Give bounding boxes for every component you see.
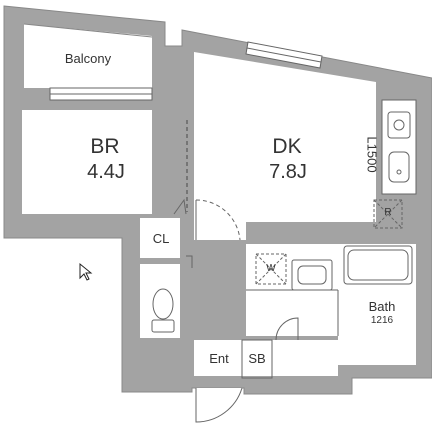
fridge-label: R <box>384 207 392 218</box>
bath-size: 1216 <box>370 315 394 326</box>
bath-door-swing <box>275 317 299 341</box>
shoe-box-label: SB <box>248 351 266 366</box>
washbasin <box>291 259 333 291</box>
bedroom-window <box>49 87 153 101</box>
dk-size: 7.8J <box>269 161 307 183</box>
partitions <box>246 289 339 336</box>
balcony-label: Balcony <box>64 51 112 66</box>
dk-label: DK <box>272 135 302 158</box>
bedroom-label: BR <box>90 135 120 158</box>
bath-label: Bath <box>368 299 396 314</box>
entrance-label: Ent <box>209 351 229 366</box>
kitchen-sink <box>388 151 410 183</box>
bedroom-size: 4.4J <box>87 161 125 183</box>
washer-space <box>255 253 287 285</box>
fridge-space <box>373 199 403 229</box>
wall-mass <box>4 6 432 394</box>
washer-label: W <box>266 263 276 274</box>
toilet-door-swing <box>186 255 193 268</box>
closet-label: CL <box>152 231 170 246</box>
hall-door-swing <box>195 199 241 241</box>
bathtub <box>343 245 413 285</box>
plan-outline <box>3 5 432 395</box>
entrance-door-swing <box>195 387 243 423</box>
balcony-rail <box>23 23 153 38</box>
dk-window <box>245 41 323 69</box>
toilet <box>151 288 175 333</box>
counter-length-label: L1500 <box>364 136 380 173</box>
kitchen-counter <box>381 99 417 195</box>
mouse-cursor-icon <box>79 262 93 281</box>
br-door-swing <box>173 198 187 215</box>
shoe-box <box>241 339 273 379</box>
